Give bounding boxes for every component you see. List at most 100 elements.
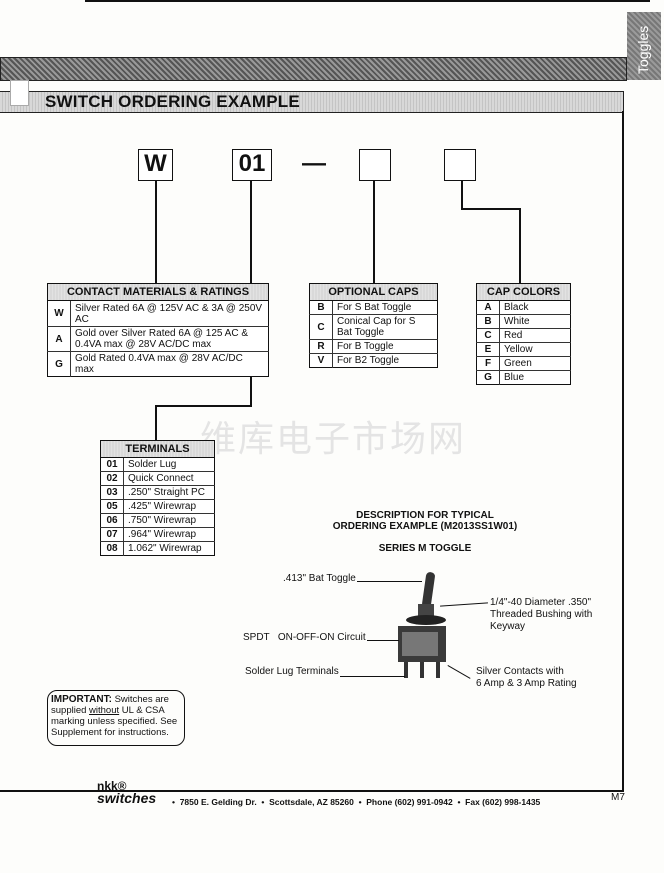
row-code: C — [309, 314, 333, 340]
leader-line — [340, 676, 405, 677]
row-code: G — [47, 351, 71, 377]
row-code: B — [476, 314, 500, 329]
row-code: R — [309, 339, 333, 354]
row-desc: Green — [499, 356, 571, 371]
table-title: OPTIONAL CAPS — [309, 283, 438, 301]
connector — [155, 181, 157, 283]
callout-terminals: Solder Lug Terminals — [245, 666, 339, 677]
series-label: SERIES M TOGGLE — [378, 543, 472, 554]
row-code: C — [476, 328, 500, 343]
row-desc: Silver Rated 6A @ 125V AC & 3A @ 250V AC — [70, 300, 269, 327]
connector — [155, 405, 157, 441]
row-code: 05 — [100, 499, 124, 514]
connector — [461, 208, 520, 210]
row-code: G — [476, 370, 500, 385]
important-note: IMPORTANT: Switches are supplied without… — [47, 690, 185, 746]
page-number: M7 — [611, 792, 625, 803]
section-header: SWITCH ORDERING EXAMPLE — [0, 91, 624, 113]
pattern-band — [0, 57, 627, 81]
description-title: DESCRIPTION FOR TYPICAL ORDERING EXAMPLE… — [300, 510, 550, 532]
row-code: W — [47, 300, 71, 327]
connector — [519, 208, 521, 283]
row-desc: Blue — [499, 370, 571, 385]
tab-label: Toggles — [635, 25, 651, 74]
row-desc: Black — [499, 300, 571, 315]
description-line: ORDERING EXAMPLE (M2013SS1W01) — [332, 521, 518, 532]
row-desc: For B2 Toggle — [332, 353, 438, 368]
row-desc: Solder Lug — [123, 457, 215, 472]
row-desc: .425" Wirewrap — [123, 499, 215, 514]
section-tab[interactable]: Toggles — [627, 12, 661, 80]
watermark: 维库电子市场网 — [200, 419, 467, 460]
important-text: Switches are supplied — [51, 694, 169, 716]
callout-line: Silver Contacts with — [476, 666, 564, 677]
row-desc: For B Toggle — [332, 339, 438, 354]
callout-contacts: Silver Contacts with 6 Amp & 3 Amp Ratin… — [476, 666, 577, 690]
important-label: IMPORTANT: — [51, 694, 112, 705]
code-box-cap — [359, 149, 391, 181]
section-title: SWITCH ORDERING EXAMPLE — [45, 92, 300, 111]
box-right-border — [622, 111, 624, 791]
code-box-terminal: 01 — [232, 149, 272, 181]
row-desc: Gold Rated 0.4VA max @ 28V AC/DC max — [70, 351, 269, 377]
logo-top: nkk® — [97, 779, 127, 793]
table-title: TERMINALS — [100, 440, 215, 458]
callout-line: 6 Amp & 3 Amp Rating — [476, 678, 577, 689]
table-title: CAP COLORS — [476, 283, 571, 301]
row-desc: Red — [499, 328, 571, 343]
table-row: 05.425" Wirewrap — [100, 499, 215, 514]
callout-line: Threaded Bushing with — [490, 609, 593, 620]
corner-marker — [10, 80, 29, 106]
table-title: CONTACT MATERIALS & RATINGS — [47, 283, 269, 301]
box-bottom-border — [0, 790, 624, 792]
row-code: 08 — [100, 541, 124, 556]
row-code: 02 — [100, 471, 124, 486]
row-code: 06 — [100, 513, 124, 528]
table-row: 06.750" Wirewrap — [100, 513, 215, 528]
footer-address: • 7850 E. Gelding Dr. • Scottsdale, AZ 8… — [172, 797, 541, 807]
row-desc: Yellow — [499, 342, 571, 357]
logo-bottom: switches — [97, 790, 157, 806]
row-code: B — [309, 300, 333, 315]
row-desc: Gold over Silver Rated 6A @ 125 AC & 0.4… — [70, 326, 269, 352]
nkk-logo: nkk® switches — [97, 779, 157, 806]
row-code: E — [476, 342, 500, 357]
row-desc: For S Bat Toggle — [332, 300, 438, 315]
row-code: 03 — [100, 485, 124, 500]
callout-line: 1/4"-40 Diameter .350" — [490, 597, 592, 608]
important-text: UL & CSA marking unless specified. See S… — [51, 705, 178, 738]
callout-bushing: 1/4"-40 Diameter .350" Threaded Bushing … — [490, 597, 592, 633]
connector — [461, 181, 463, 209]
row-code: A — [476, 300, 500, 315]
row-code: F — [476, 356, 500, 371]
code-separator: — — [302, 150, 326, 177]
row-desc: Conical Cap for S Bat Toggle — [332, 314, 438, 340]
connector — [373, 181, 375, 283]
row-desc: .750" Wirewrap — [123, 513, 215, 528]
callout-bat-toggle: .413" Bat Toggle — [283, 573, 356, 584]
row-desc: .250" Straight PC — [123, 485, 215, 500]
row-code: A — [47, 326, 71, 352]
toggle-switch-illustration — [398, 572, 446, 678]
row-desc: 1.062" Wirewrap — [123, 541, 215, 556]
